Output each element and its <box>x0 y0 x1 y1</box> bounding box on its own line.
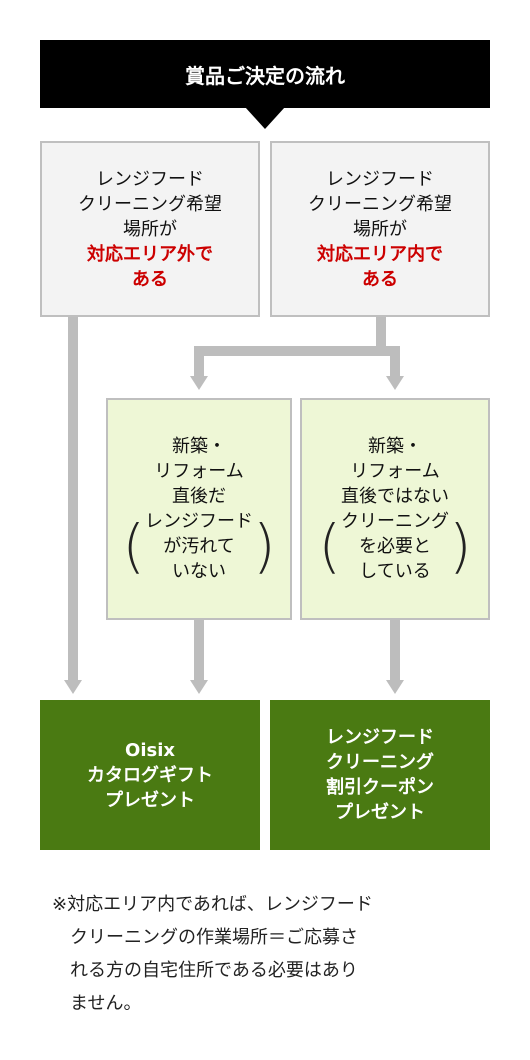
result-line: レンジフード <box>326 727 434 748</box>
connector-line <box>390 620 400 680</box>
parenthetical-note: ( レンジフード が汚れて いない ) <box>122 509 275 584</box>
arrow-head <box>190 680 208 694</box>
left-paren: ( <box>122 512 145 580</box>
footnote-line: ※対応エリア内であれば、レンジフード <box>52 894 373 915</box>
result-line: クリーニング <box>326 752 434 773</box>
condition-line: クリーニング希望 <box>308 193 452 215</box>
condition-line: 場所が <box>123 218 177 240</box>
subcondition-line: リフォーム <box>350 461 440 482</box>
result-line: プレゼント <box>105 789 195 811</box>
arrow-head <box>64 680 82 694</box>
connector-line <box>376 317 386 350</box>
connector-line <box>390 346 400 376</box>
connector-line <box>194 346 204 376</box>
right-paren: ) <box>253 512 276 580</box>
arrow-head <box>386 680 404 694</box>
connector-line <box>194 346 400 356</box>
footnote: ※対応エリア内であれば、レンジフード クリーニングの作業場所＝ご応募さ れる方の… <box>52 888 492 1020</box>
footnote-line: れる方の自宅住所である必要はあり <box>70 960 358 981</box>
result-catalog-gift: Oisix カタログギフト プレゼント <box>40 700 260 850</box>
subcondition-not-new: 新築・ リフォーム 直後ではない ( クリーニング を必要と している ) <box>300 398 490 620</box>
condition-outside-area: レンジフード クリーニング希望 場所が 対応エリア外で ある <box>40 141 260 317</box>
arrow-head <box>190 376 208 390</box>
result-discount-coupon: レンジフード クリーニング 割引クーポン プレゼント <box>270 700 490 850</box>
parenthetical-note: ( クリーニング を必要と している ) <box>318 509 471 584</box>
result-line: プレゼント <box>335 802 425 823</box>
condition-highlight: ある <box>132 268 168 290</box>
condition-highlight: 対応エリア外で <box>87 243 213 265</box>
connector-line <box>194 620 204 680</box>
paren-line: している <box>359 561 431 582</box>
right-paren: ) <box>449 512 472 580</box>
subcondition-line: 新築・ <box>368 436 422 457</box>
condition-highlight: 対応エリア内で <box>317 243 443 265</box>
arrow-head <box>386 376 404 390</box>
subcondition-line: 新築・ <box>172 436 226 457</box>
subcondition-line: 直後ではない <box>341 486 449 507</box>
condition-line: レンジフード <box>96 168 204 190</box>
subcondition-new-renovation: 新築・ リフォーム 直後だ ( レンジフード が汚れて いない ) <box>106 398 292 620</box>
paren-line: を必要と <box>359 536 431 557</box>
result-line: Oisix <box>125 739 175 761</box>
condition-highlight: ある <box>362 268 398 290</box>
subcondition-line: 直後だ <box>172 486 226 507</box>
paren-line: いない <box>172 561 226 582</box>
paren-line: クリーニング <box>341 511 449 532</box>
result-line: カタログギフト <box>87 764 213 786</box>
connector-line <box>68 317 78 680</box>
footnote-line: クリーニングの作業場所＝ご応募さ <box>70 927 358 948</box>
condition-line: クリーニング希望 <box>78 193 222 215</box>
title-arrow <box>245 107 285 129</box>
footnote-line: ません。 <box>70 993 142 1014</box>
flow-title: 賞品ご決定の流れ <box>40 40 490 108</box>
result-line: 割引クーポン <box>326 777 434 798</box>
subcondition-line: リフォーム <box>154 461 244 482</box>
paren-line: が汚れて <box>163 536 235 557</box>
condition-line: 場所が <box>353 218 407 240</box>
condition-line: レンジフード <box>326 168 434 190</box>
condition-inside-area: レンジフード クリーニング希望 場所が 対応エリア内で ある <box>270 141 490 317</box>
left-paren: ( <box>318 512 341 580</box>
paren-line: レンジフード <box>145 511 253 532</box>
